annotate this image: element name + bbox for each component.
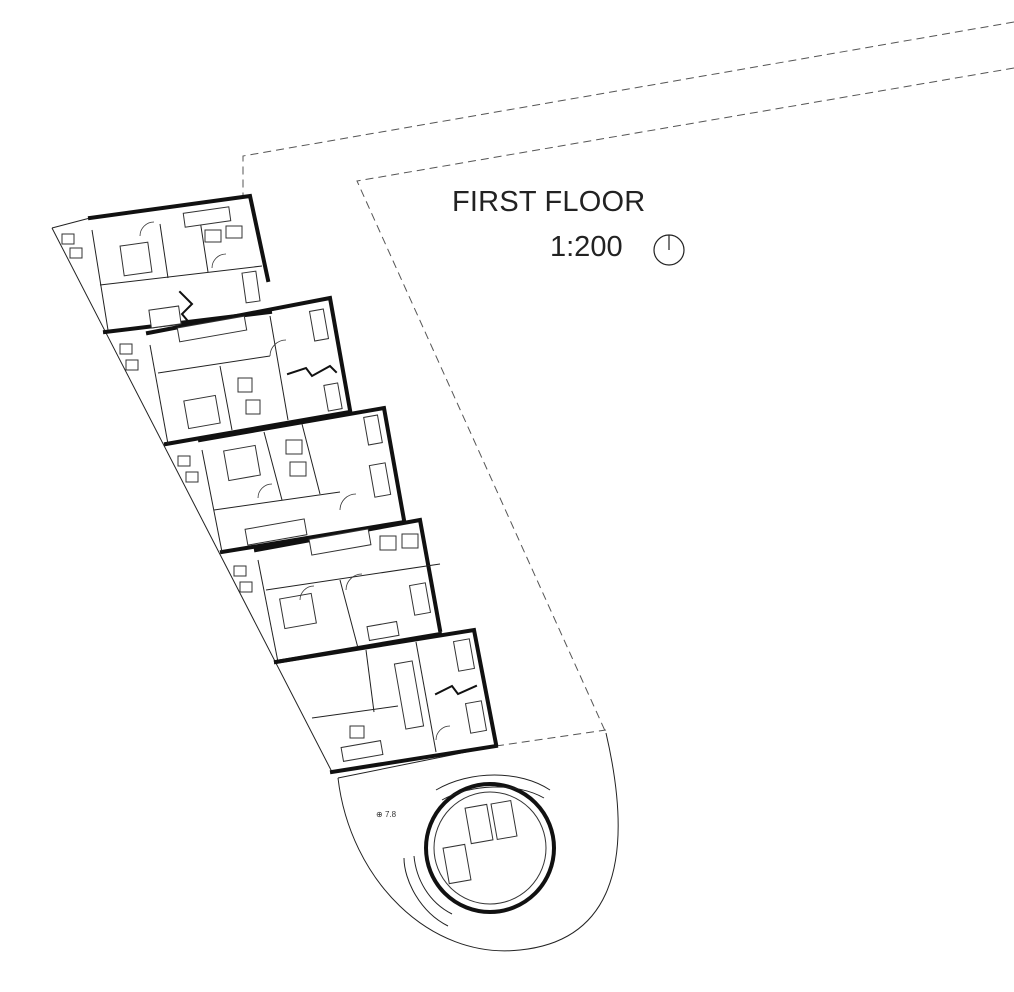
drawing-scale: 1:200 bbox=[550, 231, 623, 263]
level-marker-icon: ⊕ bbox=[376, 810, 383, 819]
unit-3 bbox=[197, 405, 407, 555]
balcony-furniture bbox=[61, 233, 253, 593]
round-tower bbox=[403, 774, 556, 927]
unit-5 bbox=[273, 627, 499, 775]
drawing-title: FIRST FLOOR bbox=[452, 186, 646, 218]
level-marker: ⊕ 7.8 bbox=[376, 810, 396, 819]
unit-1 bbox=[87, 193, 273, 335]
north-arrow-icon bbox=[653, 234, 685, 266]
site-boundary bbox=[242, 21, 1014, 747]
unit-2 bbox=[145, 295, 353, 447]
level-value: 7.8 bbox=[384, 810, 397, 819]
